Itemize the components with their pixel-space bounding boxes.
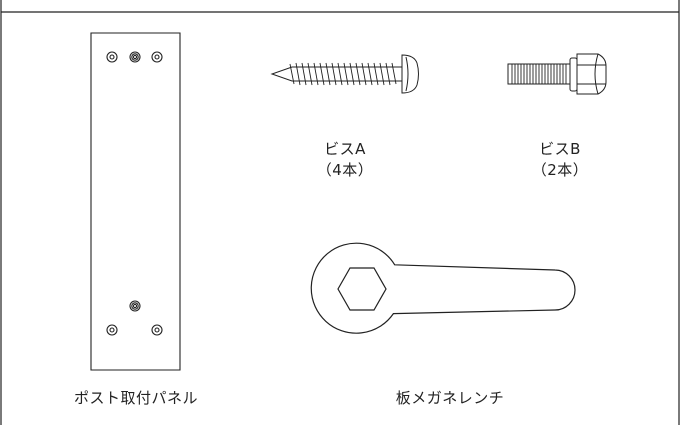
panel-hole <box>152 325 162 335</box>
wrench-hex-opening <box>338 268 386 310</box>
screw-b-illustration <box>508 54 606 94</box>
panel-hole <box>107 52 117 62</box>
wrench-illustration <box>311 243 575 333</box>
panel-hole <box>130 301 140 311</box>
screw-b-threads <box>512 64 566 84</box>
screw-a-illustration <box>272 55 419 93</box>
panel-hole <box>107 325 117 335</box>
screw-a-quantity: （4本） <box>316 161 374 179</box>
screw-b-name: ビスB <box>539 140 581 158</box>
screw-b-quantity: （2本） <box>531 161 589 179</box>
screw-a-name: ビスA <box>324 140 366 158</box>
screw-a-threads <box>290 63 396 85</box>
panel-label: ポスト取付パネル <box>73 389 198 407</box>
panel-hole <box>130 52 140 62</box>
post-mounting-panel <box>91 33 180 370</box>
panel-hole <box>152 52 162 62</box>
wrench-label: 板メガネレンチ <box>395 389 505 407</box>
